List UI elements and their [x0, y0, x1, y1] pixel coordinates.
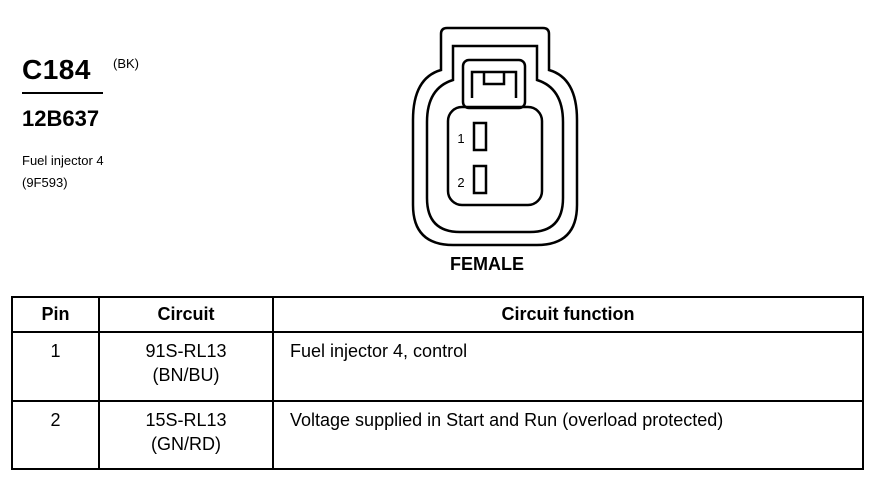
function-cell: Fuel injector 4, control — [272, 331, 864, 402]
pin-face-outline — [446, 105, 544, 207]
table-row: 2 15S-RL13 (GN/RD) Voltage supplied in S… — [11, 399, 864, 470]
function-cell: Voltage supplied in Start and Run (overl… — [272, 399, 864, 470]
wire-color: (BN/BU) — [152, 365, 220, 385]
connector-id: C184 — [22, 54, 91, 85]
header-circuit: Circuit — [98, 296, 274, 333]
pinout-table: Pin Circuit Circuit function 1 91S-RL13 … — [11, 296, 864, 470]
table-header-row: Pin Circuit Circuit function — [11, 296, 864, 333]
pin-cell: 1 — [11, 331, 100, 402]
part-number: 12B637 — [22, 106, 100, 131]
component-description: Fuel injector 4 — [22, 153, 104, 168]
pin-1-label: 1 — [457, 131, 464, 146]
connector-gender-label: FEMALE — [450, 254, 524, 274]
pin-2-terminal — [472, 164, 488, 195]
connector-inner-housing — [425, 44, 565, 234]
locking-tab-latch — [482, 72, 506, 86]
pin-1-terminal — [472, 121, 488, 152]
table-row: 1 91S-RL13 (BN/BU) Fuel injector 4, cont… — [11, 331, 864, 402]
circuit-number: 15S-RL13 — [145, 409, 227, 430]
connector-face-diagram: 1 2 — [411, 26, 579, 247]
pin-2-label: 2 — [457, 175, 464, 190]
connector-color-code: (BK) — [113, 56, 139, 71]
circuit-cell: 91S-RL13 (BN/BU) — [98, 331, 274, 402]
circuit-number: 91S-RL13 — [145, 341, 227, 361]
header-pin: Pin — [11, 296, 100, 333]
wire-color: (GN/RD) — [151, 433, 221, 454]
header-circuit-function: Circuit function — [272, 296, 864, 333]
locking-tab-detail — [470, 70, 518, 98]
component-code: (9F593) — [22, 175, 68, 190]
connector-id-underline — [22, 92, 103, 94]
connector-outer-housing — [411, 26, 579, 247]
circuit-cell: 15S-RL13 (GN/RD) — [98, 399, 274, 470]
pin-cell: 2 — [11, 399, 100, 470]
